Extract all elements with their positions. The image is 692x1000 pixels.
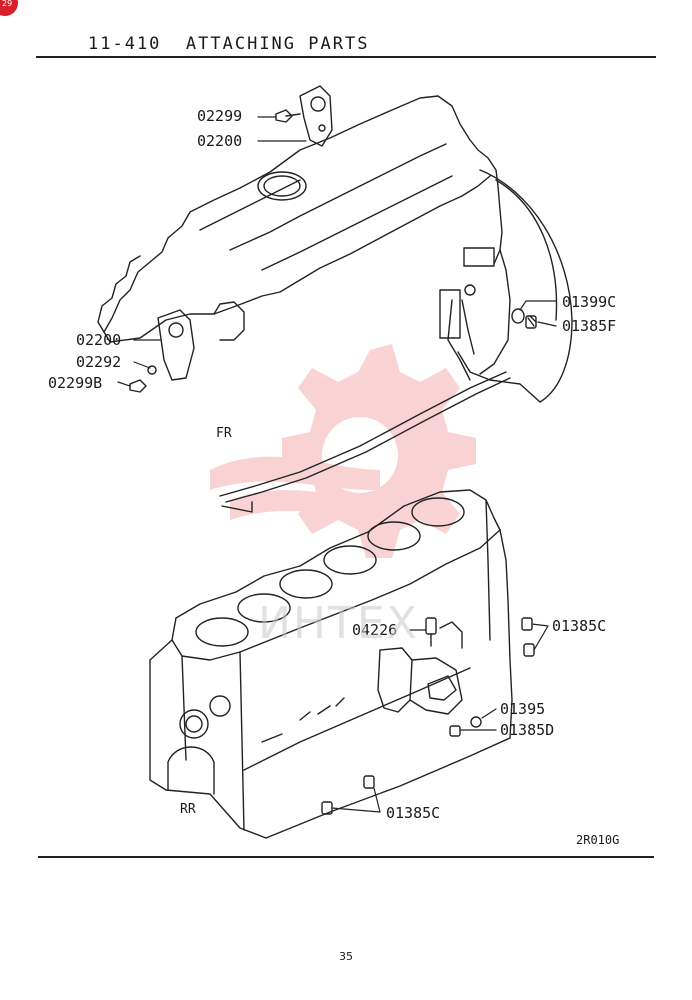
label-01385C-right: 01385C	[552, 617, 607, 635]
leader-lines	[117, 116, 557, 813]
rear-direction-label: RR	[180, 802, 196, 817]
label-02292: 02292	[76, 353, 122, 371]
header-rule	[36, 56, 656, 58]
bolt-02299	[275, 109, 301, 123]
section-title: ATTACHING PARTS	[185, 34, 370, 54]
drawing-code: 2R010G	[576, 833, 620, 847]
corner-badge-text: 29	[2, 0, 13, 8]
oil-cooler-bracket	[377, 621, 463, 715]
section-code: 11-410	[88, 34, 162, 54]
label-01385C-bottom: 01385C	[386, 804, 441, 822]
plug-01385D	[449, 725, 461, 737]
label-02299B: 02299B	[48, 374, 103, 392]
rocker-cover-gasket	[219, 371, 511, 513]
washer-02292	[147, 365, 157, 375]
lifting-bracket-left	[157, 309, 195, 381]
label-04226: 04226	[352, 621, 398, 639]
label-02200-top: 02200	[197, 132, 243, 150]
page-number: 35	[339, 950, 353, 963]
label-02200-left: 02200	[76, 331, 122, 349]
label-01395: 01395	[500, 700, 546, 718]
label-01385F: 01385F	[562, 317, 617, 335]
corner-badge: 29	[0, 0, 18, 16]
label-02299: 02299	[197, 107, 243, 125]
lifting-bracket-top	[299, 85, 333, 147]
footer-rule	[38, 856, 654, 858]
bolt-02299B	[129, 379, 147, 393]
plug-01385F	[525, 315, 537, 329]
watermark-text: ИНТЕХ	[258, 598, 419, 649]
plug-01395	[470, 716, 482, 728]
front-direction-label: FR	[216, 426, 232, 441]
timing-cover	[447, 169, 573, 403]
rocker-cover	[97, 95, 511, 375]
sender-04226	[425, 617, 437, 647]
label-01399C: 01399C	[562, 293, 617, 311]
watermark-gear	[210, 344, 476, 558]
seal-ring-01399C	[511, 308, 525, 324]
plug-01385C-bottom	[321, 775, 375, 815]
cylinder-block	[149, 489, 513, 839]
page-title: 11-410 ATTACHING PARTS	[88, 34, 369, 54]
label-01385D: 01385D	[500, 721, 555, 739]
